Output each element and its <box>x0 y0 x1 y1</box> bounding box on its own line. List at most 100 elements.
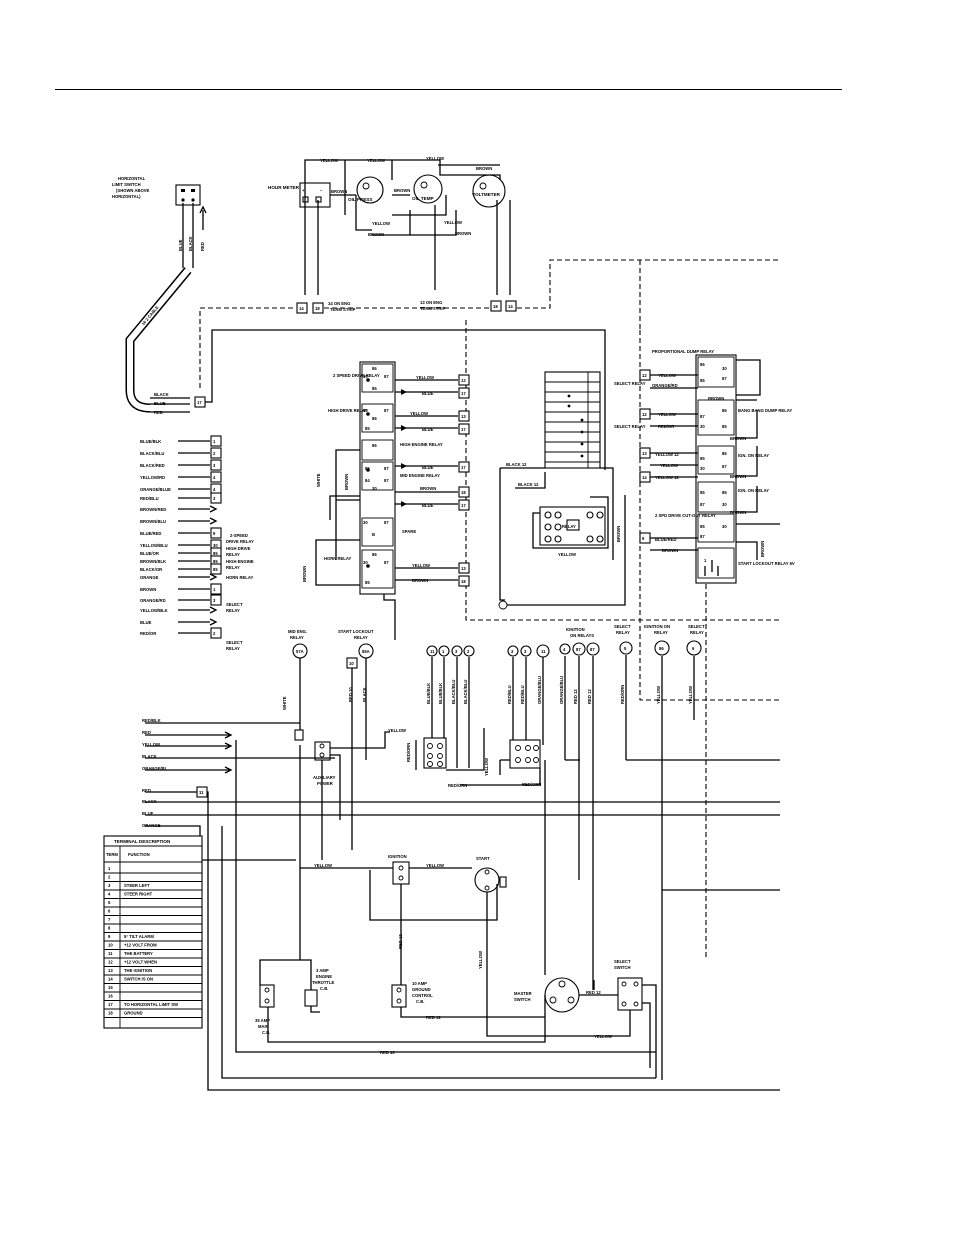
left-wire-terminal <box>210 627 222 639</box>
limit-switch-title-1: HORIZONTAL <box>118 176 146 181</box>
svg-text:18: 18 <box>493 304 498 309</box>
left-wire-label: ORANGE <box>140 575 159 580</box>
svg-text:85: 85 <box>722 424 727 429</box>
lower-section: 57A 85A MID ENG. RELAY START LOCKOUT REL… <box>142 624 780 1091</box>
left-wire-terminal-label: 3 <box>213 598 216 603</box>
svg-text:86: 86 <box>722 490 727 495</box>
select-switch-2: SWITCH <box>614 965 631 970</box>
ground-cb-3: CONTROL <box>412 993 433 998</box>
svg-text:BROWN: BROWN <box>760 541 765 557</box>
terminal-row-term: 7 <box>108 917 111 922</box>
svg-text:BLACK: BLACK <box>154 392 169 397</box>
svg-text:86: 86 <box>372 366 377 371</box>
svg-text:–: – <box>320 188 323 193</box>
svg-text:30: 30 <box>372 486 377 491</box>
relay-label-2-speed: 2 SPEED DRIVE RELAY <box>333 373 380 378</box>
terminal-row-term: 18 <box>108 1011 113 1016</box>
left-wire-terminal <box>210 594 222 606</box>
left-wire-label: BLUE/OR <box>140 551 159 556</box>
svg-text:30: 30 <box>722 524 727 529</box>
svg-text:RELAY: RELAY <box>226 565 240 570</box>
svg-text:BROWN: BROWN <box>302 566 307 582</box>
select-switch-1: SELECT <box>614 959 631 964</box>
voltmeter-label: VOLTMETER <box>472 192 501 197</box>
svg-text:30: 30 <box>363 408 368 413</box>
svg-text:85: 85 <box>700 456 705 461</box>
left-wire-terminal-label: 9 <box>213 531 216 536</box>
svg-text:RED/BLK: RED/BLK <box>142 718 161 723</box>
svg-text:YELLOW: YELLOW <box>444 220 462 225</box>
svg-text:17: 17 <box>461 465 466 470</box>
left-wire-terminal <box>210 435 222 447</box>
limit-switch-title-2: LIMIT SWITCH <box>112 182 141 187</box>
svg-text:10: 10 <box>349 661 354 666</box>
relay-label-ign-on-1: IGN. ON RELAY <box>738 453 769 458</box>
relay-label-prop-dump: PROPORTIONAL DUMP RELAY <box>652 349 714 354</box>
left-wire-terminal-label: 3 <box>213 496 216 501</box>
relay-label-spare: SPARE <box>402 529 416 534</box>
oil-temp-label: OIL TEMP <box>412 196 434 201</box>
svg-text:RED: RED <box>142 730 151 735</box>
svg-text:18: 18 <box>461 490 466 495</box>
svg-text:87: 87 <box>590 647 595 652</box>
left-wire-arrow <box>209 618 218 626</box>
svg-text:BLUE: BLUE <box>422 391 434 396</box>
svg-text:30: 30 <box>700 466 705 471</box>
terminal-row-term: 10 <box>108 943 113 948</box>
left-wire-label: RED/BLU <box>140 496 159 501</box>
svg-text:6: 6 <box>692 646 695 651</box>
left-wire-label: BROWN <box>140 587 156 592</box>
svg-text:BLACK: BLACK <box>362 687 367 702</box>
term-strip-14-label-1: 14 ON ENG <box>328 301 350 306</box>
svg-text:ORANGE/BL: ORANGE/BL <box>142 766 168 771</box>
svg-text:BLUE/RED: BLUE/RED <box>655 537 676 542</box>
svg-text:3: 3 <box>455 649 458 654</box>
svg-text:YELLOW: YELLOW <box>416 375 434 380</box>
svg-text:17: 17 <box>461 427 466 432</box>
left-wire-terminal <box>210 459 222 471</box>
svg-text:14: 14 <box>642 475 647 480</box>
left-wire-label: YELLOW/BLU <box>140 543 168 548</box>
svg-text:11: 11 <box>430 649 435 654</box>
svg-text:13: 13 <box>461 566 466 571</box>
relay-label-ign-on-2: IGN. ON RELAY <box>738 488 769 493</box>
terminal-row-term: 15 <box>108 985 113 990</box>
svg-text:SELECT: SELECT <box>226 640 243 645</box>
svg-text:86: 86 <box>372 416 377 421</box>
svg-text:BLUE/BLK: BLUE/BLK <box>438 683 443 704</box>
relay-socket: RELAY YELLOW BROWN <box>532 496 621 557</box>
select-relay-top-3: SELECT <box>688 624 705 629</box>
limit-switch-title-4: HORIZONTAL) <box>112 194 141 199</box>
svg-text:BLACK/BLU: BLACK/BLU <box>451 680 456 704</box>
terminal-row-term: 16 <box>108 994 113 999</box>
svg-text:1: 1 <box>704 558 707 563</box>
svg-text:30: 30 <box>700 424 705 429</box>
svg-text:BLACK: BLACK <box>188 236 193 251</box>
svg-text:YELLOW: YELLOW <box>142 742 160 747</box>
left-wire-terminal-label: 85 <box>213 567 218 572</box>
svg-text:BROWN: BROWN <box>616 526 621 542</box>
svg-text:85A: 85A <box>362 649 370 654</box>
fuse-block: BLACK 12 BLACK 12 <box>498 371 626 610</box>
svg-text:30: 30 <box>363 520 368 525</box>
limit-switch-group: HORIZONTAL LIMIT SWITCH (SHOWN ABOVE HOR… <box>112 176 606 470</box>
svg-text:RED 12: RED 12 <box>587 689 592 704</box>
svg-text:BROWN: BROWN <box>394 188 410 193</box>
svg-text:RED/ORN: RED/ORN <box>620 685 625 704</box>
left-wire-label: BLACK/RED <box>140 463 165 468</box>
yellow-label: YELLOW <box>426 863 444 868</box>
svg-text:2: 2 <box>467 649 470 654</box>
svg-text:RED 12: RED 12 <box>573 689 578 704</box>
left-wire-label: YELLOW/RD <box>140 475 165 480</box>
svg-text:3: 3 <box>524 649 527 654</box>
svg-text:BLACK 12: BLACK 12 <box>518 482 539 487</box>
terminal-row-term: 13 <box>108 968 113 973</box>
svg-text:BLACK: BLACK <box>142 799 157 804</box>
svg-text:9: 9 <box>642 536 645 541</box>
svg-text:18: 18 <box>461 579 466 584</box>
svg-text:YELLOW: YELLOW <box>688 686 693 704</box>
terminal-row-term: 17 <box>108 1002 113 1007</box>
left-wire-label: BROWN/BLK <box>140 559 166 564</box>
